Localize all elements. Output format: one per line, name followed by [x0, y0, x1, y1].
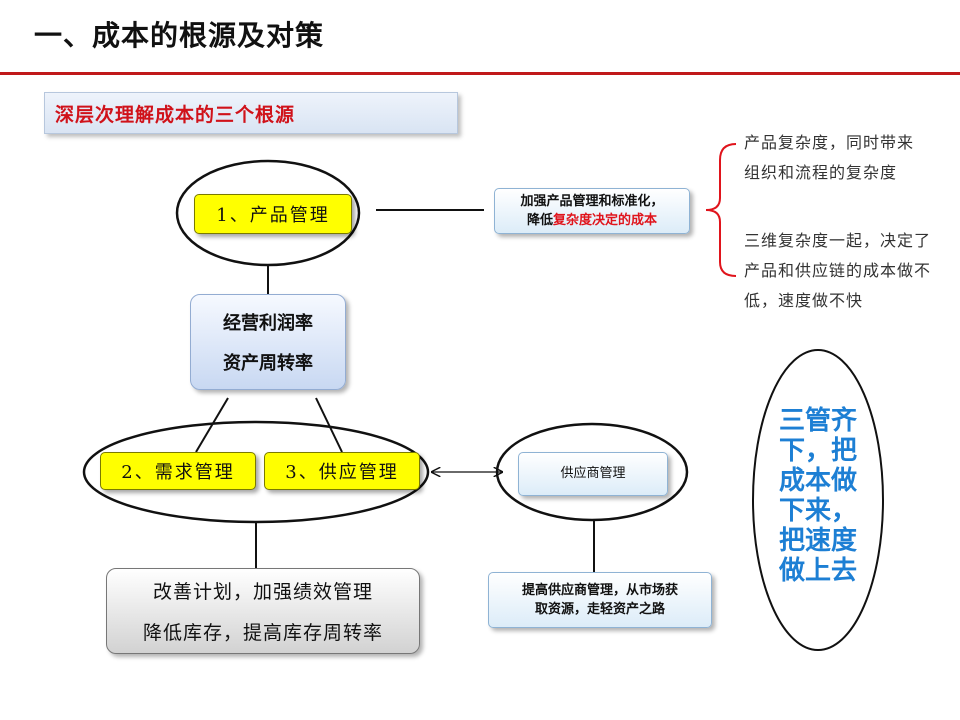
- complexity-note-top: 产品复杂度，同时带来 组织和流程的复杂度: [744, 128, 914, 188]
- product-strategy-box: 加强产品管理和标准化， 降低复杂度决定的成本: [494, 188, 690, 234]
- slogan-line: 把速度: [778, 526, 857, 556]
- section-banner: 深层次理解成本的三个根源: [44, 92, 458, 134]
- demand-management-box: 2、需求管理: [100, 452, 256, 490]
- supply-management-box: 3、供应管理: [264, 452, 420, 490]
- center-supply-line: [315, 397, 343, 453]
- note-top-line: 组织和流程的复杂度: [744, 163, 898, 182]
- inventory-box: 改善计划，加强绩效管理 降低库存，提高库存周转率: [106, 568, 420, 654]
- slogan-line: 成本做: [778, 466, 857, 496]
- product-management-box: 1、产品管理: [194, 194, 352, 234]
- page-title: 一、成本的根源及对策: [34, 19, 325, 52]
- slogan-text: 三管齐 下，把 成本做 下来， 把速度 做上去: [768, 406, 868, 586]
- supplier-ellipse: [495, 422, 689, 522]
- slogan-line: 做上去: [778, 556, 857, 586]
- center-demand-line: [195, 397, 229, 453]
- inventory-line1: 改善计划，加强绩效管理: [152, 581, 373, 603]
- slogan-line: 三管齐: [778, 406, 857, 436]
- asset-turnover-label: 资产周转率: [223, 353, 313, 374]
- inventory-line2: 降低库存，提高库存周转率: [142, 622, 383, 644]
- slogan-line: 下，把: [778, 436, 857, 466]
- operating-margin-label: 经营利润率: [223, 313, 313, 334]
- title-divider: [0, 72, 960, 75]
- note-bottom-line: 三维复杂度一起，决定了: [744, 231, 932, 250]
- note-bottom-line: 产品和供应链的成本做不: [744, 261, 932, 280]
- complexity-note-bottom: 三维复杂度一起，决定了 产品和供应链的成本做不 低，速度做不快: [744, 226, 931, 316]
- note-bottom-line: 低，速度做不快: [744, 291, 864, 310]
- supplier-strategy-box: 提高供应商管理，从市场获 取资源，走轻资产之路: [488, 572, 712, 628]
- product-strategy-line1: 加强产品管理和标准化，: [520, 193, 664, 209]
- product-strategy-line2: 降低复杂度决定的成本: [527, 211, 657, 231]
- product-strategy-highlight: 复杂度决定的成本: [553, 213, 658, 228]
- supplier-management-box: 供应商管理: [518, 452, 668, 496]
- slogan-line: 下来，: [778, 496, 857, 526]
- supplier-strategy-line2: 取资源，走轻资产之路: [534, 602, 665, 617]
- note-top-line: 产品复杂度，同时带来: [744, 133, 915, 152]
- slogan-ellipse: [752, 349, 884, 651]
- center-metrics-box: 经营利润率 资产周转率: [190, 294, 346, 390]
- red-brace: [705, 143, 737, 277]
- product-strategy-prefix: 降低: [526, 213, 553, 228]
- supplier-strategy-line1: 提高供应商管理，从市场获: [521, 582, 678, 598]
